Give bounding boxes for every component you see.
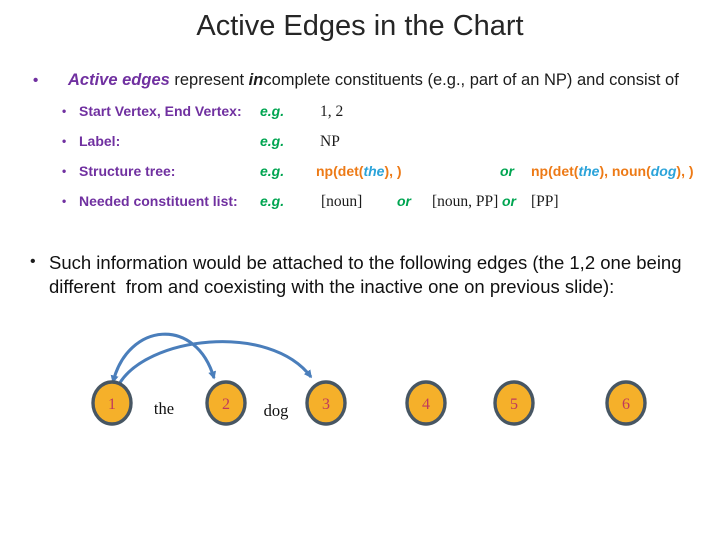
chart-diagram: 1 the 2 dog 3 4 5 6 (91, 332, 647, 426)
vertex-1: 1 (91, 380, 133, 426)
row-value: 1, 2 (320, 103, 344, 120)
row-needed-constituent-list: • Needed constituent list: e.g. [noun] o… (0, 193, 720, 217)
vertex-number: 1 (108, 396, 116, 413)
eg-label: e.g. (260, 103, 285, 119)
code2-dog: dog (650, 163, 677, 179)
needed-list-1: [noun] (321, 193, 363, 210)
edge-arc-1-3 (116, 340, 313, 387)
bullet-icon: • (62, 194, 67, 208)
vertex-3: 3 (305, 380, 347, 426)
word-the: the (154, 399, 174, 418)
bullet1-seg1: represent (169, 71, 249, 89)
bullet-icon: • (62, 104, 67, 118)
code2-p3: ), ) (676, 163, 694, 179)
vertex-number: 4 (422, 396, 430, 413)
bullet-active-edges: Active edges represent incomplete consti… (68, 71, 708, 90)
eg-label: e.g. (260, 163, 285, 179)
row-start-end-vertex: • Start Vertex, End Vertex: e.g. 1, 2 (0, 103, 720, 127)
bullet2-line1: Such information would be attached to th… (49, 252, 682, 273)
row-label: Needed constituent list: (79, 193, 238, 209)
vertex-circle (493, 380, 535, 426)
active-edges-term: Active edges (68, 71, 170, 89)
vertex-number: 5 (510, 396, 518, 413)
code1-the: the (363, 163, 385, 179)
code1-pre: np(det( (316, 163, 364, 179)
vertex-number: 2 (222, 396, 230, 413)
row-label: • Label: e.g. NP (0, 133, 720, 157)
bullet-icon: • (30, 253, 36, 270)
vertex-circle (91, 380, 133, 426)
vertex-5: 5 (493, 380, 535, 426)
vertex-2: 2 (205, 380, 247, 426)
or-label: or (502, 193, 516, 209)
structure-tree-example-2: np(det(the), noun(dog), ) (531, 163, 694, 179)
bullet-such-information: Such information would be attached to th… (49, 251, 694, 298)
vertex-circle (305, 380, 347, 426)
row-label: Structure tree: (79, 163, 176, 179)
row-structure-tree: • Structure tree: e.g. np(det(the), ) or… (0, 163, 720, 187)
vertex-number: 6 (622, 396, 630, 413)
word-dog: dog (264, 401, 289, 420)
eg-label: e.g. (260, 193, 285, 209)
bullet-icon: • (62, 134, 67, 148)
bullet1-in-italic: in (248, 71, 264, 89)
or-label: or (500, 163, 514, 179)
row-label: Start Vertex, End Vertex: (79, 103, 242, 119)
bullet2-line2: different from and coexisting with the i… (49, 275, 615, 297)
or-label: or (397, 193, 411, 209)
code2-p1: np(det( (531, 163, 579, 179)
slide-title: Active Edges in the Chart (196, 10, 524, 42)
vertex-circle (605, 380, 647, 426)
needed-list-2: [noun, PP] (432, 193, 499, 210)
code2-p2: ), noun( (599, 163, 651, 179)
code1-post: ), ) (384, 163, 402, 179)
vertex-number: 3 (322, 396, 330, 413)
needed-list-3: [PP] (531, 193, 559, 210)
vertex-4: 4 (405, 380, 447, 426)
eg-label: e.g. (260, 133, 285, 149)
edge-arc-1-2 (110, 332, 217, 384)
bullet1-seg2: complete constituents (e.g., part of an … (263, 71, 679, 89)
row-value: NP (320, 133, 340, 150)
vertex-circle (405, 380, 447, 426)
vertex-6: 6 (605, 380, 647, 426)
structure-tree-example-1: np(det(the), ) (316, 163, 402, 179)
row-label: Label: (79, 133, 121, 149)
vertex-circle (205, 380, 247, 426)
bullet-icon: • (62, 164, 67, 178)
code2-the: the (578, 163, 600, 179)
bullet-icon: • (33, 72, 39, 89)
